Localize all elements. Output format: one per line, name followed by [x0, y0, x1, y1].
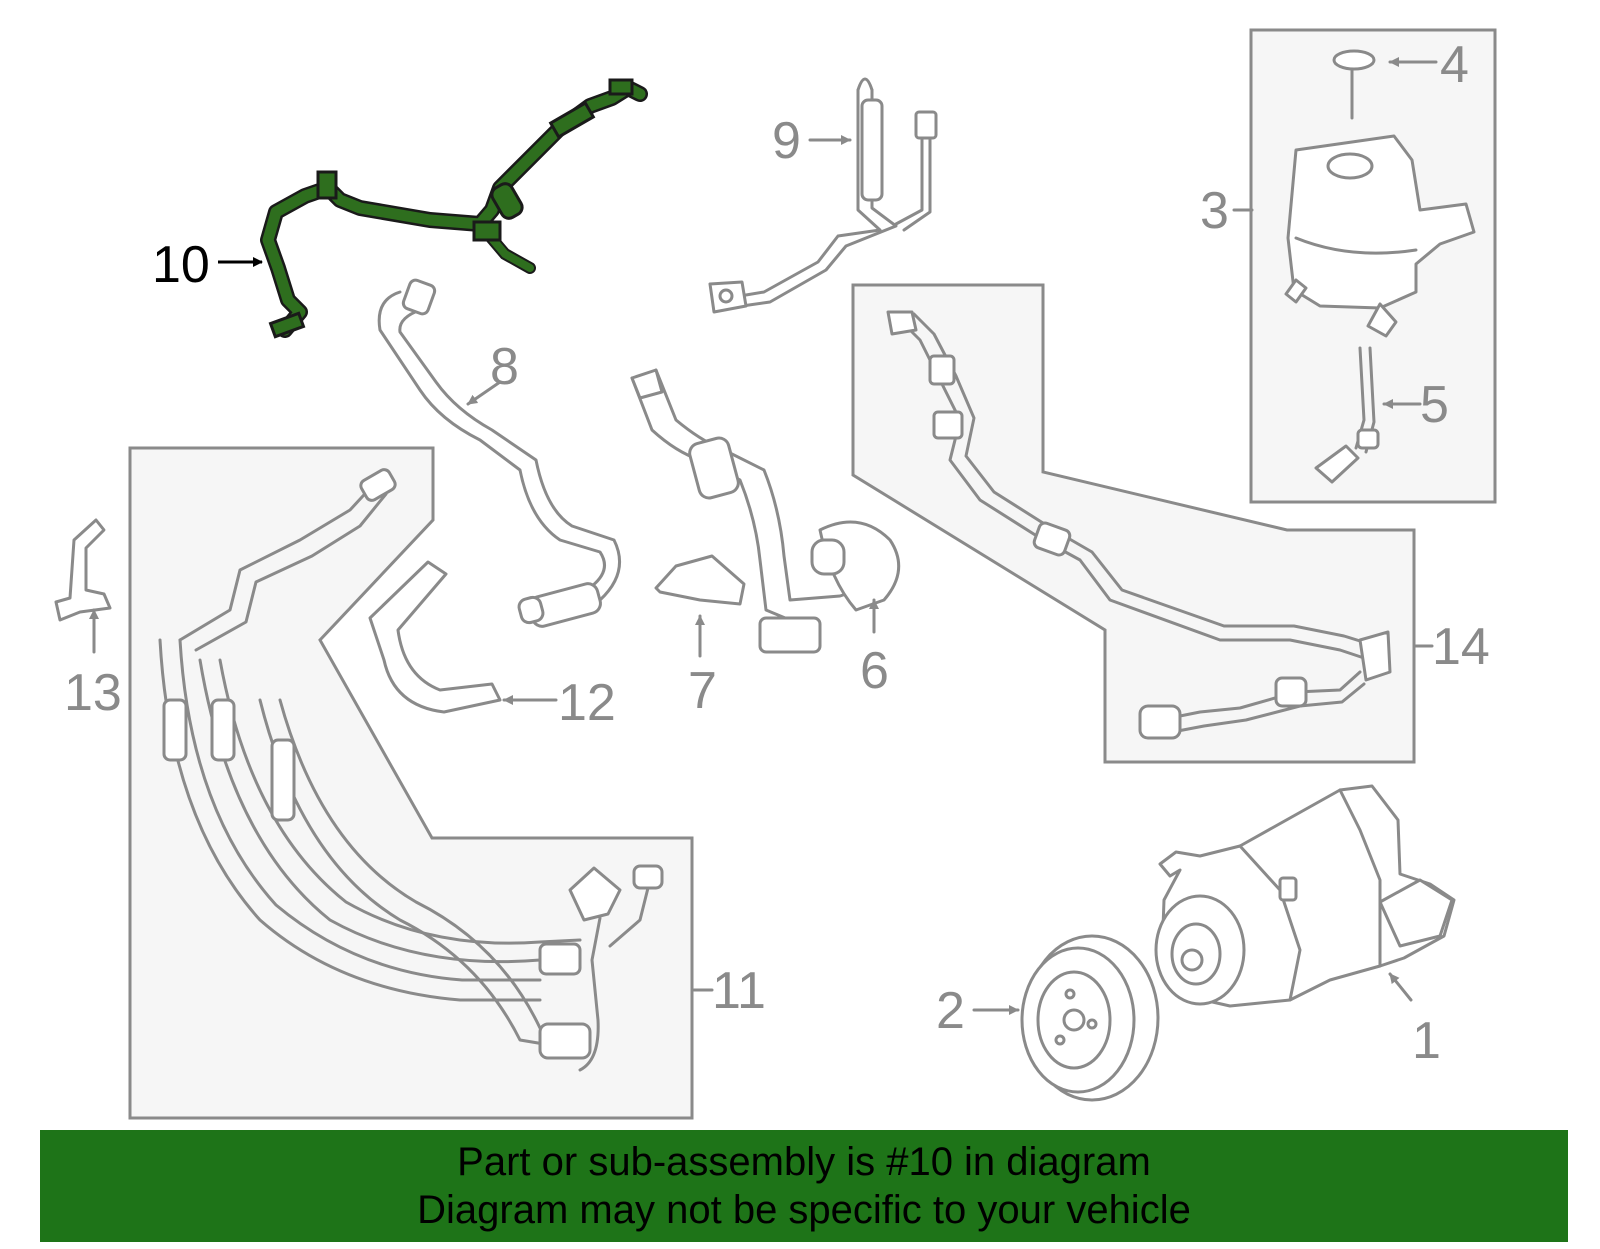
part-12-clamp[interactable] — [368, 560, 502, 714]
callout-1: 1 — [1412, 1012, 1441, 1070]
callout-3: 3 — [1200, 182, 1229, 240]
part-10-pressure-hose[interactable] — [260, 78, 648, 339]
callout-5: 5 — [1420, 376, 1449, 434]
part-4-cap[interactable] — [1332, 49, 1376, 120]
part-6-hose[interactable] — [630, 368, 901, 654]
callout-9: 9 — [772, 112, 801, 170]
part-7-bracket[interactable] — [654, 554, 746, 606]
callout-leaders — [89, 57, 1438, 1015]
info-banner: Part or sub-assembly is #10 in diagram D… — [40, 1130, 1568, 1242]
callout-12: 12 — [558, 674, 616, 732]
part-9-return-line[interactable] — [708, 77, 938, 314]
part-8-suction-hose[interactable] — [377, 278, 622, 628]
callout-labels: 1 2 3 4 5 6 7 8 9 10 11 12 13 14 — [64, 36, 1490, 1070]
callout-10: 10 — [152, 236, 210, 294]
part-2-pulley[interactable] — [1020, 934, 1160, 1102]
callout-11: 11 — [712, 962, 766, 1020]
part-11-hose-assembly[interactable] — [158, 467, 664, 1072]
banner-line-2: Diagram may not be specific to your vehi… — [417, 1188, 1191, 1232]
part-3-reservoir[interactable] — [1284, 134, 1476, 338]
callout-13: 13 — [64, 664, 122, 722]
callout-7: 7 — [688, 662, 717, 720]
part-14-line-assembly[interactable] — [886, 310, 1392, 740]
part-13-bracket[interactable] — [54, 518, 112, 622]
callout-2: 2 — [936, 982, 965, 1040]
group-box-11 — [128, 446, 694, 1120]
callout-4: 4 — [1440, 36, 1469, 94]
callout-8: 8 — [490, 338, 519, 396]
part-5-tube[interactable] — [1314, 346, 1380, 484]
callout-6: 6 — [860, 642, 889, 700]
callout-14: 14 — [1432, 618, 1490, 676]
part-1-pump[interactable] — [1154, 784, 1456, 1008]
banner-line-1: Part or sub-assembly is #10 in diagram — [457, 1140, 1151, 1184]
